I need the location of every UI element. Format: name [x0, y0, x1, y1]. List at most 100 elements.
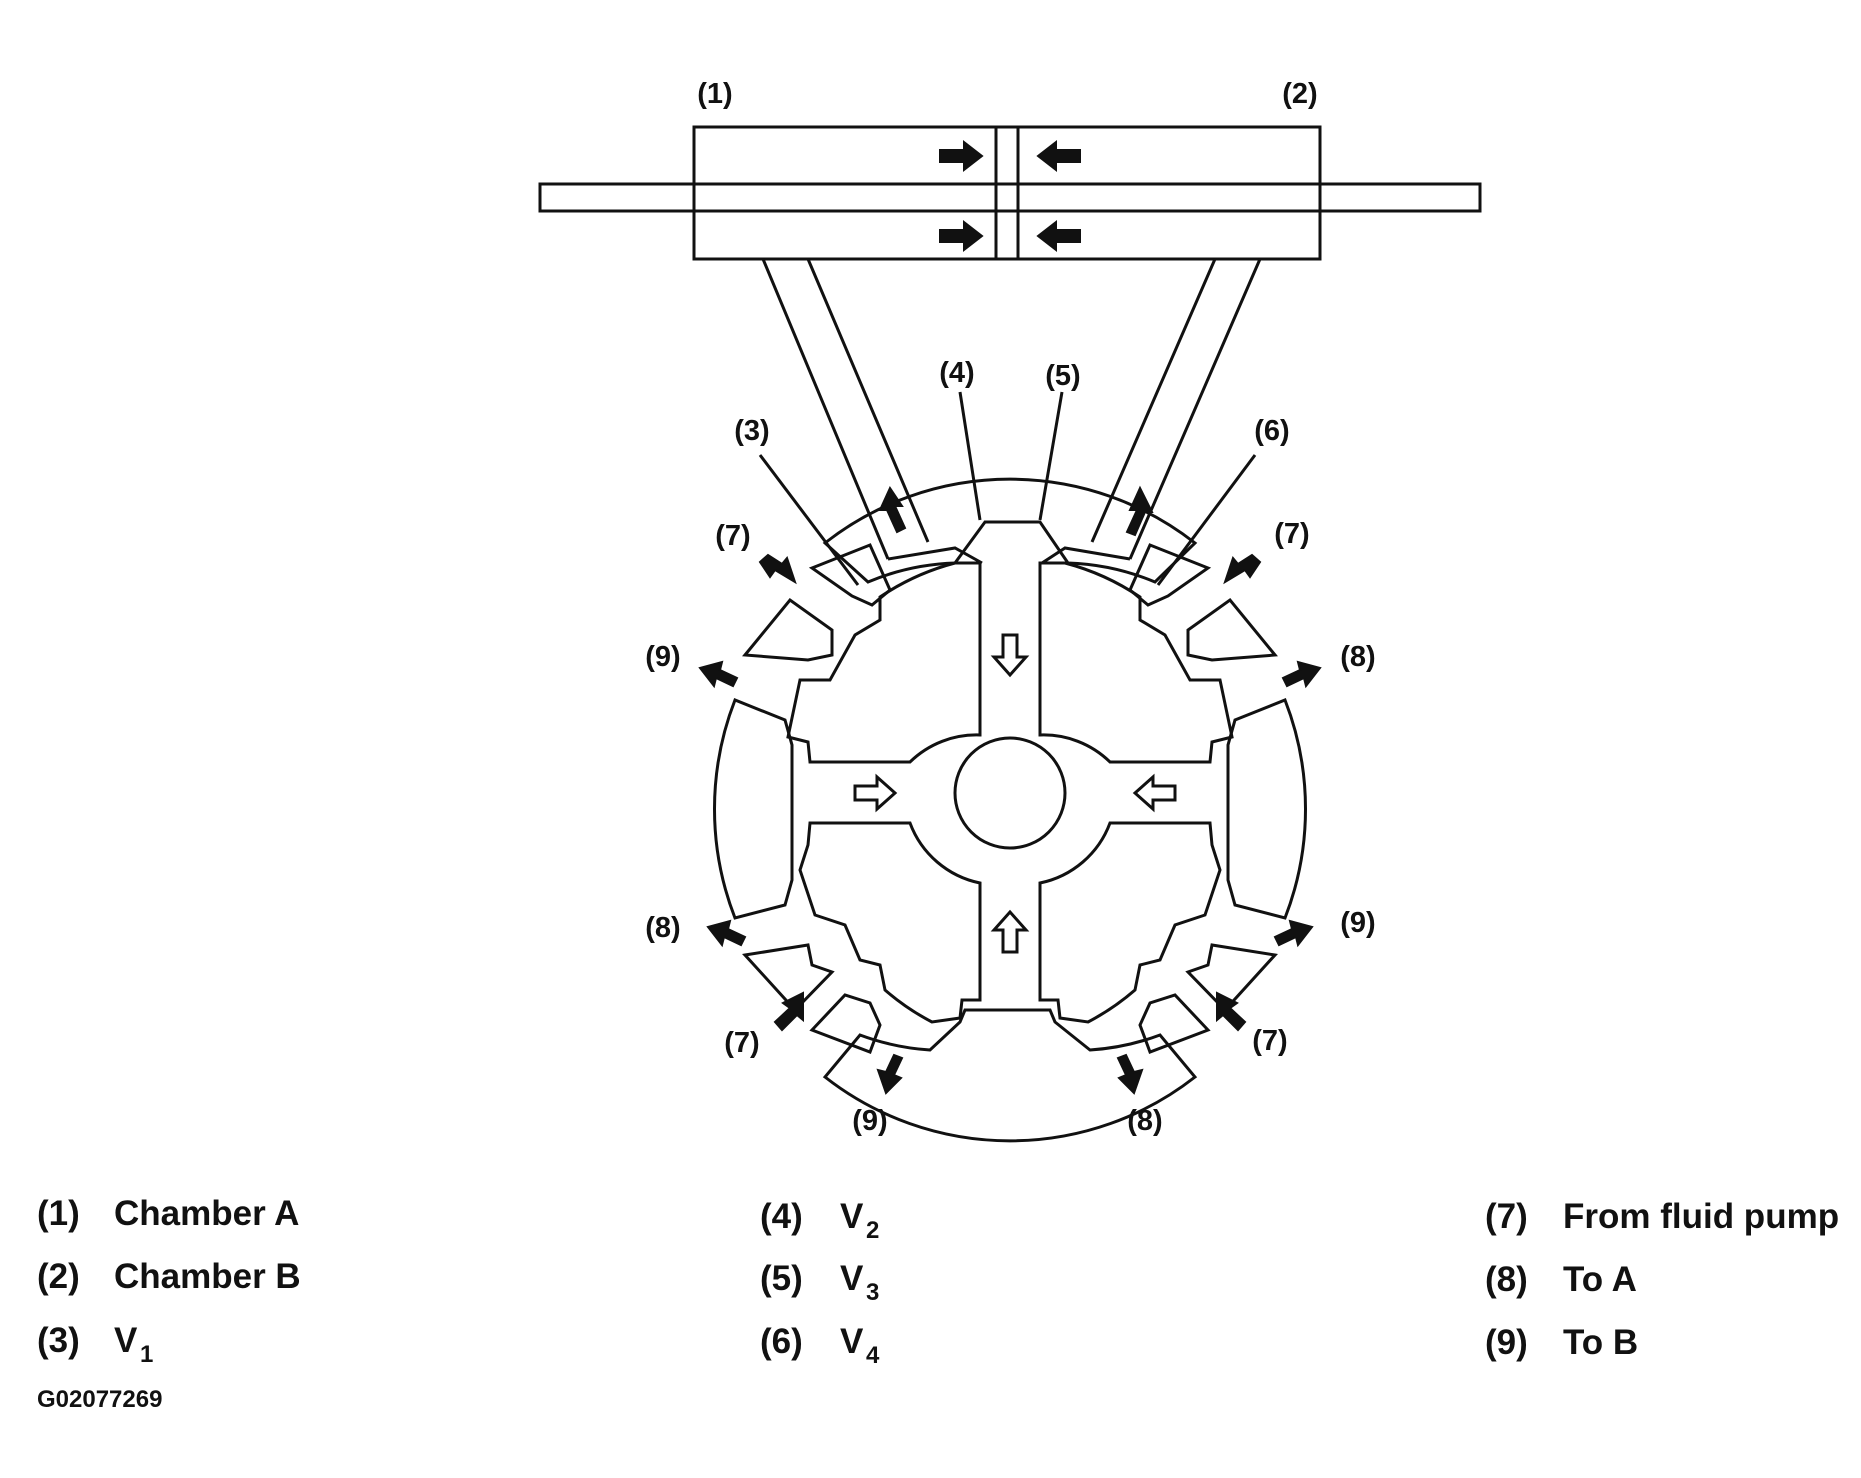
arrow-to-b-left [698, 660, 739, 689]
arrow-to-a-bottom [1116, 1053, 1144, 1095]
legend-number: (6) [760, 1322, 803, 1361]
arrow-to-a-right [1281, 660, 1322, 689]
rotor-quadrant-lower-left [798, 821, 982, 1024]
legend-label: V [840, 1322, 864, 1361]
callout-to-a-right: (8) [1340, 641, 1375, 673]
legend-subscript: 2 [866, 1217, 879, 1244]
leader-v4 [1156, 454, 1257, 586]
outer-ring-pad-lower-left-b [809, 993, 882, 1054]
legend-item: (6) V 4 [760, 1322, 880, 1369]
flow-arrow-down [990, 633, 1030, 678]
callout-to-a-bottom: (8) [1127, 1105, 1162, 1137]
rotor-quadrant-upper-left [786, 561, 982, 764]
legend-number: (1) [37, 1194, 80, 1233]
legend-item: (3) V 1 [37, 1321, 153, 1368]
legend-item: (1) Chamber A [37, 1194, 299, 1233]
outer-ring-left-segment [712, 698, 794, 920]
outer-ring-pad-lower-right-b [1138, 993, 1211, 1054]
legend-label: Chamber B [114, 1257, 301, 1296]
port-arrows [698, 485, 1322, 1095]
outer-ring-bottom-segment [822, 1008, 1198, 1143]
legend-number: (2) [37, 1257, 80, 1296]
arrow-from-pump-lower-left [773, 991, 804, 1032]
legend-subscript: 1 [140, 1341, 153, 1368]
legend-number: (4) [760, 1197, 803, 1236]
callout-pump-lower-right: (7) [1252, 1025, 1287, 1057]
callout-pump-upper-left: (7) [715, 520, 750, 552]
legend-number: (8) [1485, 1260, 1528, 1299]
leader-v3 [1038, 391, 1064, 521]
callout-v1: (3) [734, 415, 769, 447]
legend-item: (5) V 3 [760, 1259, 879, 1306]
figure-id: G02077269 [37, 1386, 162, 1413]
outer-ring [712, 477, 1308, 1143]
callout-chamber-b: (2) [1282, 78, 1317, 110]
legend-item: (7) From fluid pump [1485, 1197, 1839, 1236]
callout-pump-upper-right: (7) [1274, 518, 1309, 550]
chamber-a-arrow-lower [939, 219, 984, 253]
rotor [786, 561, 1234, 1024]
legend-label: V [840, 1197, 864, 1236]
channel-to-chamber-a [761, 258, 930, 560]
arrow-to-chamber-a [878, 485, 907, 534]
legend-label: To A [1563, 1260, 1637, 1299]
callout-chamber-a: (1) [697, 78, 732, 110]
callout-labels: (1) (2) (3) (4) (5) (6) (7) (7) (7) (7) … [645, 78, 1375, 1137]
arrow-from-pump-lower-right [1216, 991, 1247, 1032]
rotor-quadrant-lower-right [1038, 821, 1222, 1024]
cylinder-body [692, 125, 1322, 261]
callout-to-a-left: (8) [645, 912, 680, 944]
channel-v1-to-v2 [887, 546, 983, 565]
feed-channels [761, 258, 1262, 565]
leader-lines [758, 391, 1257, 586]
legend-number: (9) [1485, 1323, 1528, 1362]
leader-v1 [758, 454, 860, 586]
legend-number: (7) [1485, 1197, 1528, 1236]
rotor-quadrant-upper-right [1038, 561, 1234, 764]
arrow-to-chamber-b [1125, 485, 1154, 537]
legend-item: (9) To B [1485, 1323, 1638, 1362]
outer-ring-pad-upper-right [1186, 597, 1278, 662]
leader-v2 [958, 391, 982, 521]
flow-arrow-right [853, 773, 898, 813]
legend-item: (8) To A [1485, 1260, 1637, 1299]
legend-number: (3) [37, 1321, 80, 1360]
chamber-b-arrow-upper [1036, 139, 1081, 173]
legend-label: Chamber A [114, 1194, 299, 1233]
legend-number: (5) [760, 1259, 803, 1298]
flow-arrow-left [1132, 773, 1177, 813]
flow-arrow-up [990, 909, 1030, 954]
arrow-to-b-right [1273, 919, 1314, 948]
legend-label: V [840, 1259, 864, 1298]
arrow-to-a-left [706, 919, 747, 948]
legend-subscript: 4 [866, 1342, 880, 1369]
arrow-from-pump-upper-left [758, 553, 797, 585]
piston [994, 125, 1020, 261]
legend-item: (4) V 2 [760, 1197, 879, 1244]
channel-v4-to-v3 [1041, 546, 1131, 565]
arrow-to-b-bottom [876, 1053, 904, 1095]
callout-v4: (6) [1254, 415, 1289, 447]
legend-subscript: 3 [866, 1279, 879, 1306]
cylinder-assembly [538, 125, 1482, 261]
callout-to-b-left: (9) [645, 641, 680, 673]
rotor-flow-arrows [853, 633, 1177, 954]
channel-to-chamber-b [1090, 258, 1262, 560]
chamber-b-arrow-lower [1036, 219, 1081, 253]
piston-rod [538, 182, 1482, 213]
callout-pump-lower-left: (7) [724, 1027, 759, 1059]
outer-ring-pad-v4 [1128, 543, 1212, 607]
callout-to-b-bottom: (9) [852, 1105, 887, 1137]
callout-to-b-right: (9) [1340, 907, 1375, 939]
rotor-shaft [953, 736, 1067, 850]
callout-v3: (5) [1045, 360, 1080, 392]
legend-label: From fluid pump [1563, 1197, 1839, 1236]
arrow-from-pump-upper-right [1223, 553, 1262, 585]
legend-label: V [114, 1321, 138, 1360]
callout-v2: (4) [939, 357, 974, 389]
chamber-a-arrow-upper [939, 139, 984, 173]
legend-item: (2) Chamber B [37, 1257, 301, 1296]
outer-ring-pad-upper-left [742, 597, 834, 662]
legend-label: To B [1563, 1323, 1638, 1362]
